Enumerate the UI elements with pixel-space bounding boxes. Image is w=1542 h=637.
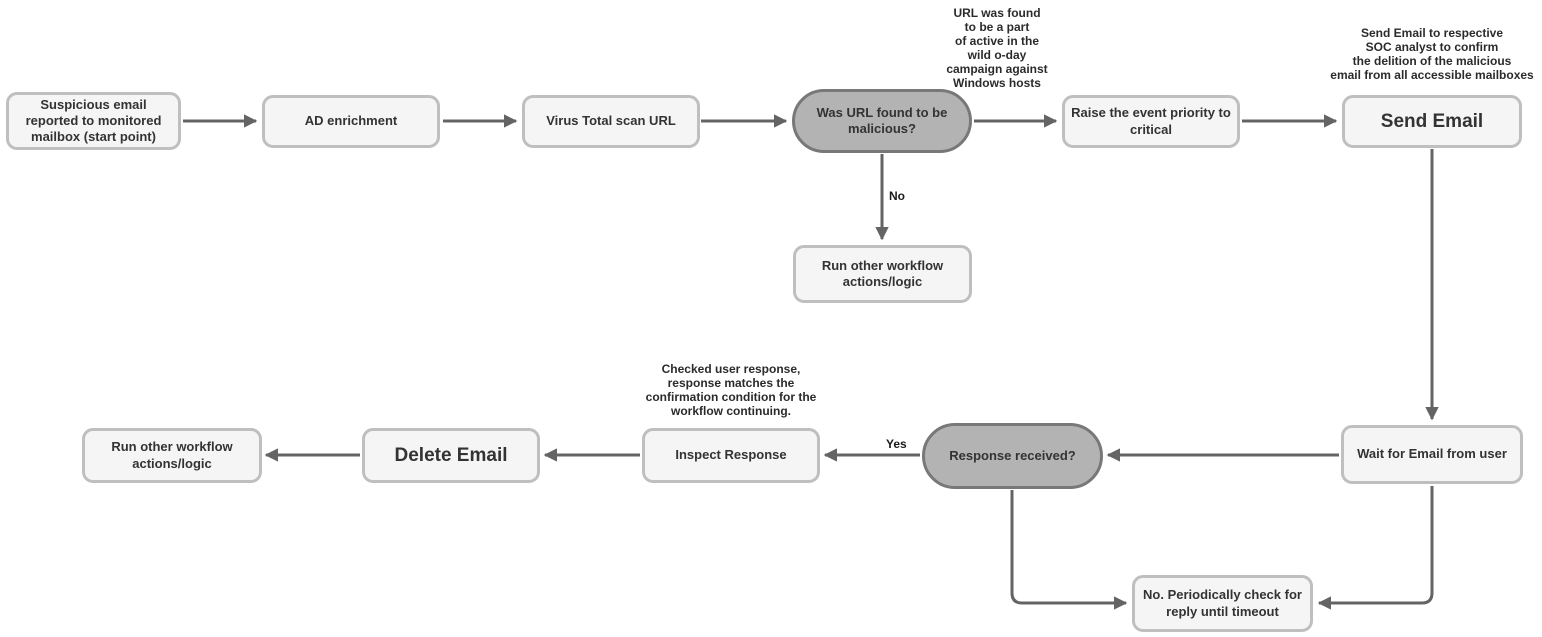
node-run-other-workflow-left-label: Run other workflow actions/logic — [111, 439, 233, 471]
node-inspect-response-label: Inspect Response — [675, 447, 787, 463]
node-ad-enrichment: AD enrichment — [262, 95, 440, 148]
arrow-response-no-to-periodic — [1010, 490, 1128, 610]
node-raise-priority-label: Raise the event priority to critical — [1071, 105, 1231, 137]
node-response-received-decision-label: Response received? — [949, 447, 1076, 463]
arrow-wait-down-to-periodic — [1317, 486, 1434, 610]
node-periodic-check: No. Periodically check for reply until t… — [1132, 575, 1313, 632]
node-start: Suspicious email reported to monitored m… — [6, 92, 181, 150]
annotation-inspect-response: Checked user response, response matches … — [645, 362, 817, 418]
node-ad-enrichment-label: AD enrichment — [304, 113, 398, 129]
node-delete-email-label: Delete Email — [394, 444, 508, 466]
node-periodic-check-label: No. Periodically check for reply until t… — [1143, 587, 1302, 619]
node-wait-for-email-label: Wait for Email from user — [1357, 446, 1507, 462]
node-virus-total-label: Virus Total scan URL — [546, 113, 676, 129]
node-run-other-workflow-top: Run other workflow actions/logic — [793, 245, 972, 303]
node-run-other-workflow-top-label: Run other workflow actions/logic — [821, 257, 944, 289]
node-start-label: Suspicious email reported to monitored m… — [25, 96, 162, 145]
annotation-send-email: Send Email to respective SOC analyst to … — [1330, 26, 1534, 82]
node-send-email-label: Send Email — [1380, 110, 1484, 132]
node-url-malicious-decision-label: Was URL found to be malicious? — [816, 104, 948, 136]
node-url-malicious-decision: Was URL found to be malicious? — [792, 89, 972, 153]
node-delete-email: Delete Email — [362, 428, 540, 483]
edge-label-no: No — [887, 189, 907, 203]
node-raise-priority: Raise the event priority to critical — [1062, 95, 1240, 148]
edge-label-yes: Yes — [884, 437, 909, 451]
annotation-url-campaign: URL was found to be a part of active in … — [946, 6, 1048, 90]
node-send-email: Send Email — [1342, 95, 1522, 148]
node-run-other-workflow-left: Run other workflow actions/logic — [82, 428, 262, 483]
node-wait-for-email: Wait for Email from user — [1341, 425, 1523, 484]
node-response-received-decision: Response received? — [922, 423, 1103, 489]
node-inspect-response: Inspect Response — [642, 428, 820, 483]
node-virus-total: Virus Total scan URL — [522, 95, 700, 148]
